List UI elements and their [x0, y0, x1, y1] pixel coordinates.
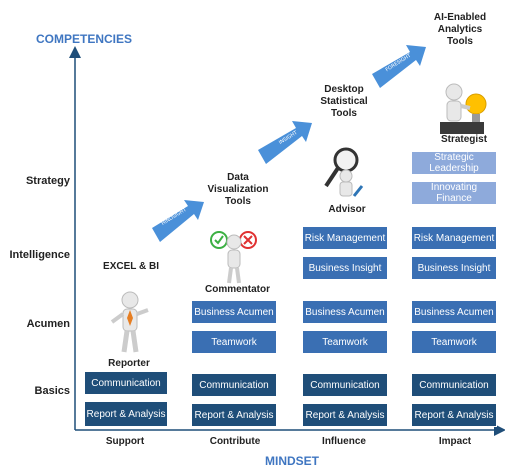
level-label-basics: Basics	[34, 385, 70, 397]
influence-business-acumen: Business Acumen	[302, 300, 388, 324]
contribute-teamwork: Teamwork	[191, 330, 277, 354]
contribute-communication: Communication	[191, 373, 277, 397]
tool-ai-line1: AI-Enabled	[433, 12, 487, 23]
tool-data-visualization: Data Visualization Tools	[198, 172, 278, 208]
y-axis-title: COMPETENCIES	[36, 32, 133, 46]
role-commentator: Commentator	[204, 284, 270, 295]
impact-risk-management: Risk Management	[411, 226, 497, 250]
support-report-analysis: Report & Analysis	[84, 401, 168, 427]
tool-dataviz-line1: Data	[227, 172, 249, 183]
tool-desktop-statistical: Desktop Statistical Tools	[304, 84, 384, 120]
influence-business-insight: Business Insight	[302, 256, 388, 280]
tool-dataviz-line2: Visualization	[207, 184, 269, 195]
tool-ai-line3: Tools	[447, 36, 473, 47]
mindset-label-contribute: Contribute	[209, 436, 261, 447]
tool-desktop-line3: Tools	[331, 108, 357, 119]
x-axis-title: MINDSET	[265, 454, 319, 468]
tool-ai-line2: Analytics	[437, 24, 483, 35]
reporter-figure-icon	[110, 291, 149, 353]
contribute-report-analysis: Report & Analysis	[191, 403, 277, 427]
level-label-strategy: Strategy	[25, 175, 70, 187]
impact-teamwork: Teamwork	[411, 330, 497, 354]
tool-desktop-line2: Statistical	[320, 96, 368, 107]
impact-innovating-finance: Innovating Finance	[411, 181, 497, 205]
mindset-label-impact: Impact	[438, 436, 472, 447]
insight-arrow	[258, 121, 312, 164]
influence-report-analysis: Report & Analysis	[302, 403, 388, 427]
tool-desktop-line1: Desktop	[324, 84, 364, 95]
contribute-business-acumen: Business Acumen	[191, 300, 277, 324]
support-communication: Communication	[84, 371, 168, 395]
tool-excel-bi: EXCEL & BI	[103, 261, 159, 272]
role-reporter: Reporter	[108, 358, 150, 369]
impact-report-analysis: Report & Analysis	[411, 403, 497, 427]
strategist-figure-icon	[440, 83, 487, 134]
foresight-arrow	[372, 45, 426, 88]
level-label-acumen: Acumen	[26, 318, 70, 330]
influence-risk-management: Risk Management	[302, 226, 388, 250]
impact-strategic-leadership: Strategic Leadership	[411, 151, 497, 175]
influence-teamwork: Teamwork	[302, 330, 388, 354]
role-strategist: Strategist	[440, 134, 488, 145]
impact-business-acumen: Business Acumen	[411, 300, 497, 324]
mindset-label-support: Support	[105, 436, 145, 447]
role-advisor: Advisor	[328, 204, 366, 215]
mindset-label-influence: Influence	[322, 436, 366, 447]
hindsight-arrow	[152, 200, 204, 242]
level-label-intelligence: Intelligence	[9, 249, 70, 261]
tool-ai-enabled: AI-Enabled Analytics Tools	[420, 12, 500, 48]
influence-communication: Communication	[302, 373, 388, 397]
tool-dataviz-line3: Tools	[225, 196, 251, 207]
advisor-figure-icon	[324, 147, 364, 197]
commentator-figure-icon	[210, 231, 257, 284]
impact-communication: Communication	[411, 373, 497, 397]
impact-business-insight: Business Insight	[411, 256, 497, 280]
